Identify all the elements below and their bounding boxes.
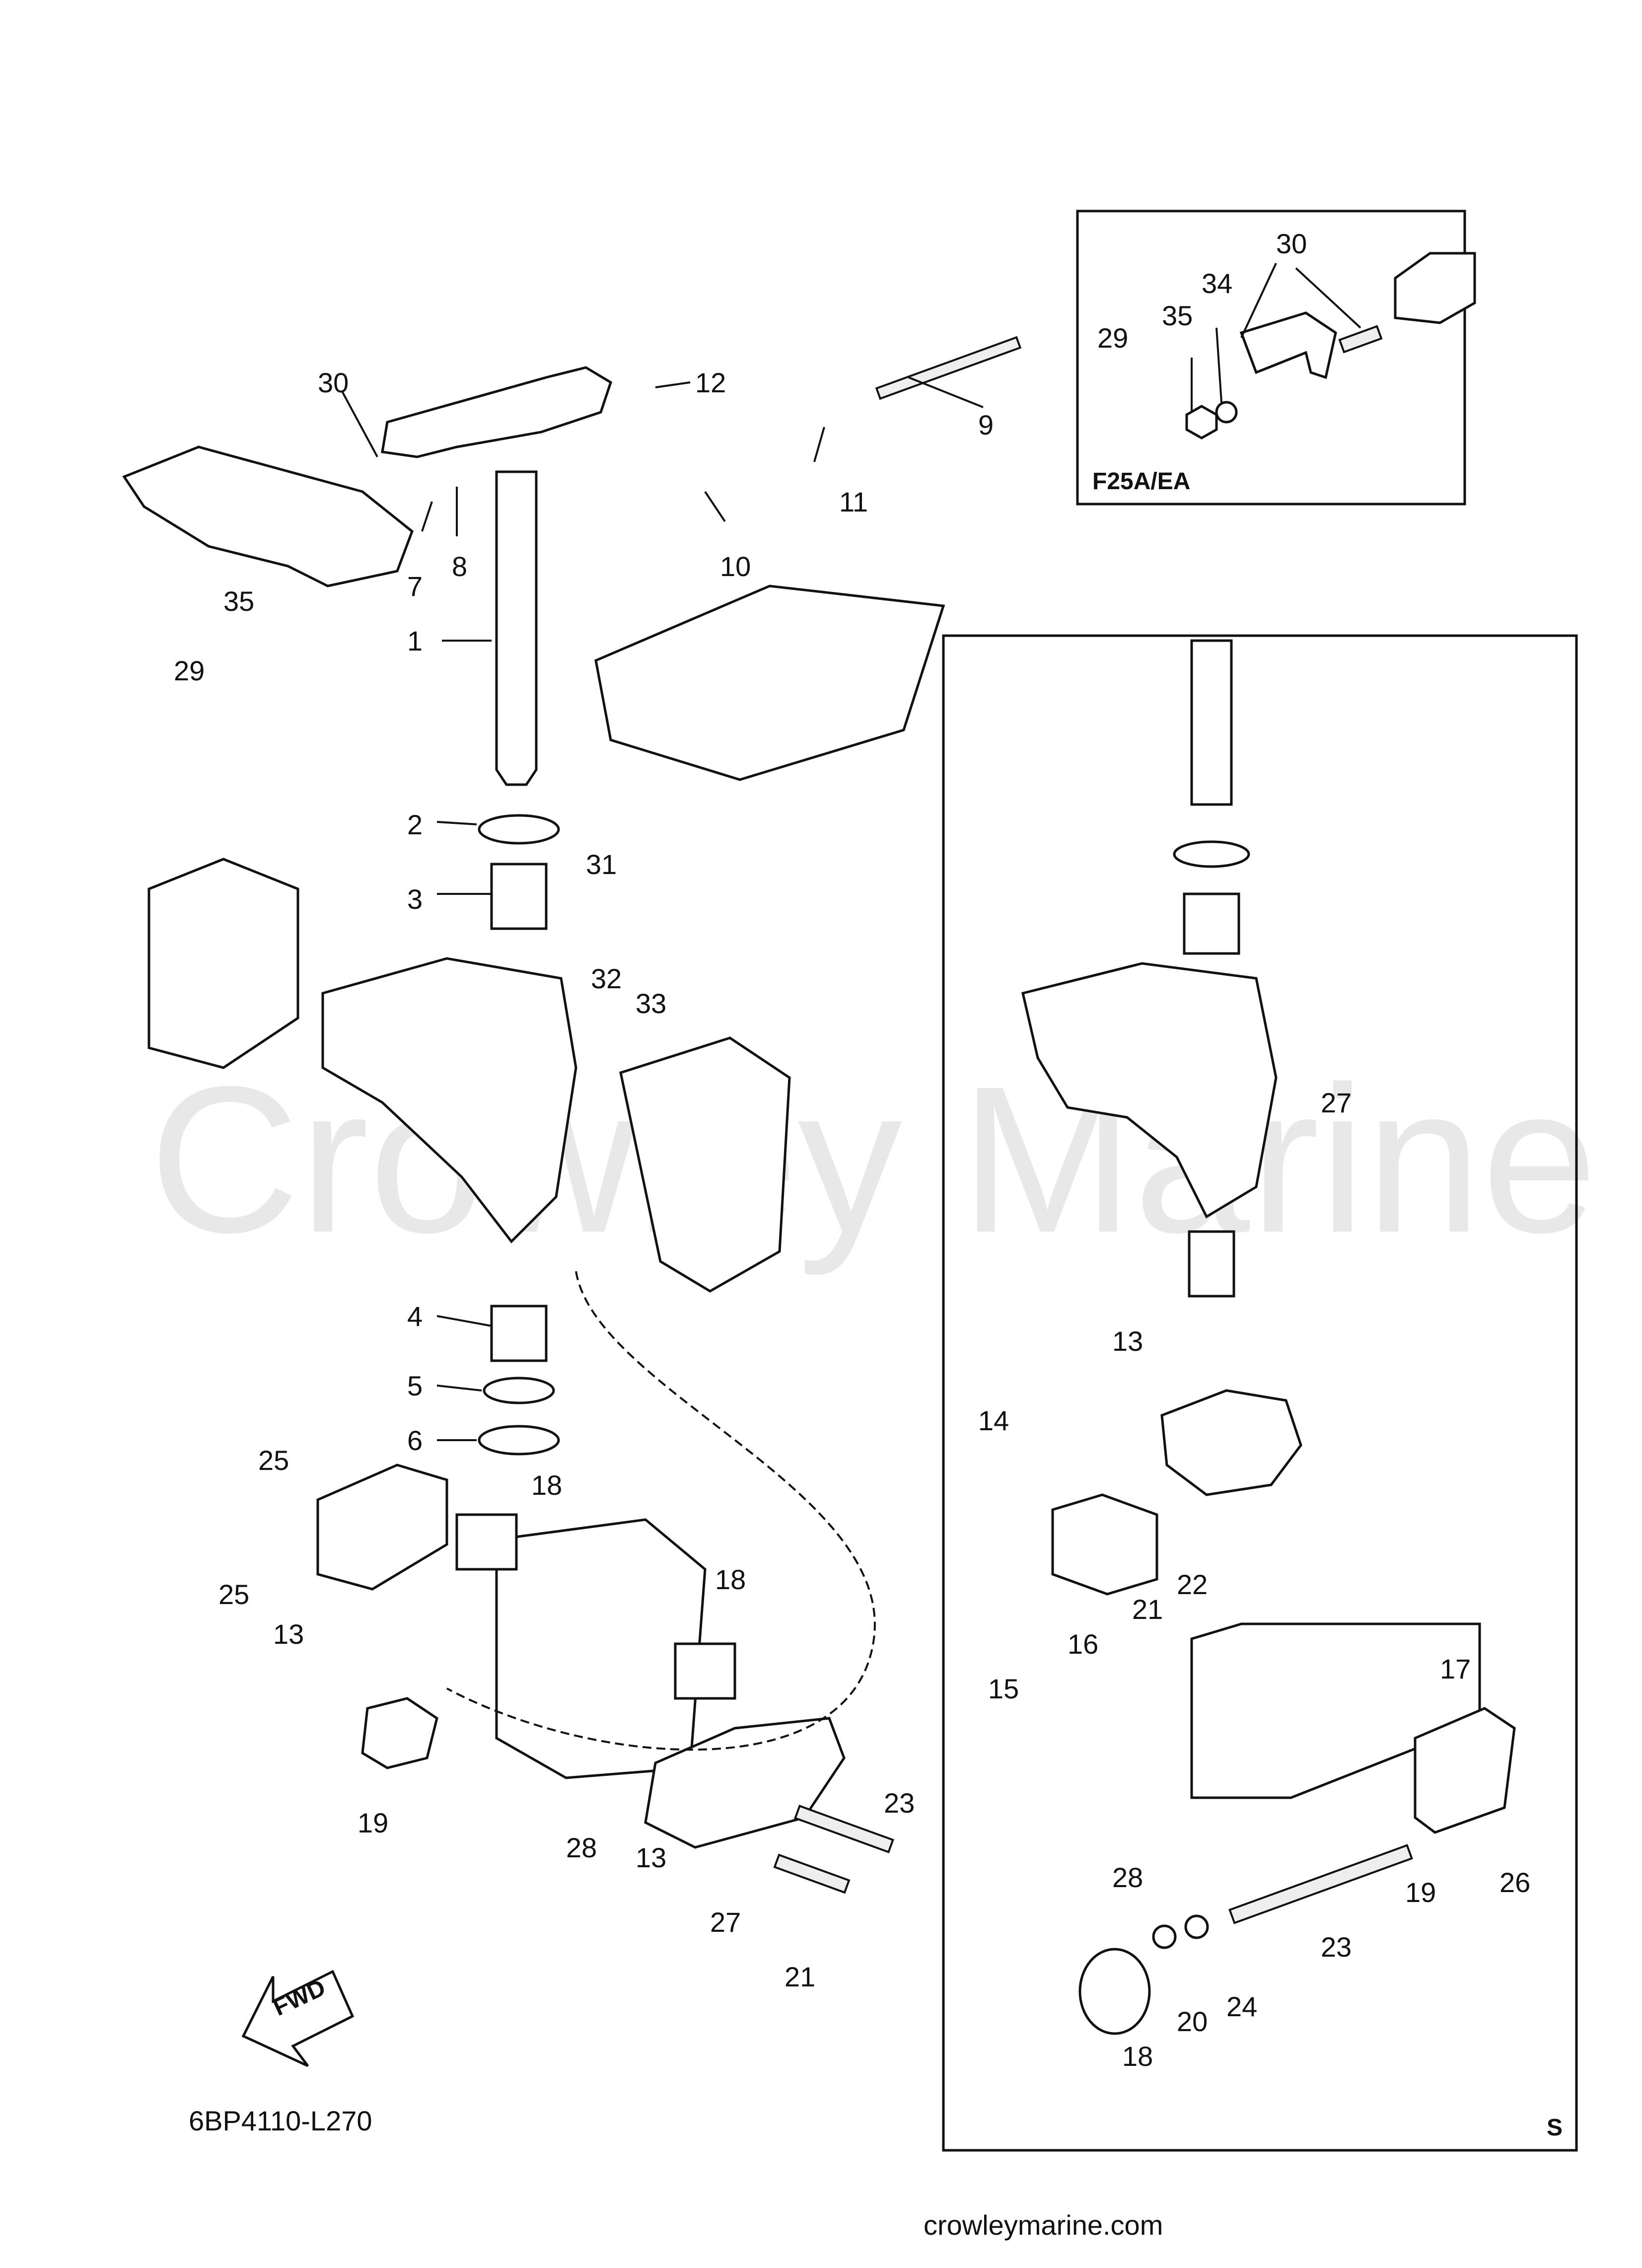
rubber-mount-18b-part: [674, 1642, 736, 1700]
inset-f25-label: F25A/EA: [1092, 468, 1190, 495]
steering-shaft-part: [495, 470, 538, 786]
callout-21a: 21: [785, 1961, 815, 1992]
callout-30a: 30: [318, 367, 349, 398]
callout-32: 32: [591, 963, 622, 994]
callout-19b: 19: [1405, 1877, 1436, 1908]
callout-17: 17: [1440, 1653, 1471, 1684]
bracket-top-left-part: [122, 445, 414, 587]
callout-6: 6: [407, 1425, 423, 1456]
callout-20: 20: [1177, 2006, 1208, 2037]
callout-35b: 35: [1162, 300, 1193, 331]
inset-s-label: S: [1547, 2115, 1563, 2141]
o-ring-5-part: [483, 1377, 555, 1404]
bolt-21-part: [773, 1853, 851, 1894]
callout-11: 11: [839, 486, 868, 517]
washer2-s-part: [1184, 1914, 1209, 1939]
swivel-bracket-part: [321, 957, 577, 1244]
callout-13a: 13: [273, 1618, 304, 1650]
callout-2: 2: [407, 809, 423, 840]
lower-mount-part: [644, 1717, 846, 1849]
callout-34: 34: [1202, 268, 1232, 299]
mount-s-part: [1160, 1389, 1302, 1496]
upper-mount-part: [316, 1463, 448, 1591]
callout-21b: 21: [1132, 1594, 1163, 1625]
callout-1: 1: [407, 625, 423, 657]
callout-30b: 30: [1276, 228, 1307, 259]
callout-27b: 27: [1321, 1087, 1352, 1118]
callout-25a: 25: [258, 1445, 289, 1476]
bolt-9-part: [875, 336, 1022, 400]
callout-24: 24: [1226, 1991, 1257, 2022]
callout-22: 22: [1177, 1569, 1208, 1600]
swivel-bracket-s-part: [1021, 962, 1278, 1219]
arm-end-part: [1394, 252, 1476, 324]
stud-part: [1338, 325, 1383, 354]
clamp-s-part: [1051, 1493, 1158, 1596]
callout-18a: 18: [531, 1469, 562, 1501]
bushing3-s-part: [1188, 1230, 1235, 1298]
bottom-cowling-part: [594, 585, 945, 781]
callout-33: 33: [636, 988, 666, 1019]
callout-3: 3: [407, 883, 423, 915]
callout-23b: 23: [1321, 1931, 1352, 1963]
grease-line-left: [446, 1271, 876, 1751]
inset-f25a-ea: F25A/EA: [1076, 210, 1476, 506]
callout-16: 16: [1068, 1628, 1098, 1660]
callout-28b: 28: [1112, 1862, 1143, 1893]
callout-28a: 28: [566, 1832, 597, 1863]
cover-s-part: [1414, 1707, 1516, 1834]
callout-25b: 25: [218, 1579, 249, 1610]
ring-2-part: [478, 814, 560, 845]
callout-18b: 18: [715, 1564, 746, 1595]
bracket-plate-part: [1239, 311, 1337, 379]
mount-rubber-s-part: [1078, 1948, 1151, 2035]
nut-part: [1185, 405, 1218, 439]
callout-27a: 27: [710, 1906, 741, 1938]
leader-lines: [342, 263, 1361, 1441]
clamp-bracket-left-part: [147, 858, 299, 1069]
steering-arm-part: [381, 366, 613, 458]
callout-23a: 23: [884, 1787, 915, 1819]
callout-8: 8: [452, 551, 467, 582]
callout-5: 5: [407, 1370, 423, 1401]
callout-26: 26: [1499, 1867, 1530, 1898]
callout-13b: 13: [636, 1842, 666, 1873]
footer-url: crowleymarine.com: [924, 2209, 1163, 2241]
clamp-bracket-right-part: [619, 1036, 791, 1293]
bushing-3-part: [490, 863, 548, 930]
bushing2-s-part: [1183, 892, 1240, 955]
callout-9: 9: [978, 409, 994, 440]
lower-case-part: [495, 1518, 707, 1779]
callout-19a: 19: [357, 1807, 388, 1838]
callout-18c: 18: [1122, 2041, 1153, 2072]
bushing-4-part: [490, 1305, 548, 1362]
callout-35a: 35: [223, 585, 254, 617]
callout-29b: 29: [1097, 322, 1128, 354]
callout-13c: 13: [1112, 1325, 1143, 1357]
washer-s-part: [1152, 1924, 1177, 1949]
bushing-s-part: [1173, 840, 1250, 868]
washer-part: [1215, 401, 1238, 424]
rubber-mount-18a-part: [455, 1513, 518, 1571]
bolt-23-part: [794, 1805, 894, 1853]
fwd-arrow: FWD: [241, 1970, 355, 2067]
callouts: 1 2 3 4 5 6 7 8 9 10 11 12 13 13 13 14 1…: [174, 228, 1530, 2072]
callout-15: 15: [988, 1673, 1019, 1704]
callout-4: 4: [407, 1301, 423, 1332]
cover-19-part: [361, 1697, 438, 1769]
callout-31: 31: [586, 849, 617, 880]
diagram-code: 6BP4110-L270: [189, 2105, 372, 2136]
callout-12: 12: [695, 367, 726, 398]
bolt-s-part: [1228, 1844, 1413, 1924]
seal-6-part: [478, 1425, 560, 1456]
steering-shaft-s-part: [1190, 639, 1233, 806]
callout-29a: 29: [174, 655, 205, 686]
callout-10: 10: [720, 551, 751, 582]
inset-s: S: [942, 634, 1578, 2152]
main-parts: [122, 336, 1022, 1894]
callout-7: 7: [407, 571, 423, 602]
callout-14: 14: [978, 1405, 1009, 1436]
